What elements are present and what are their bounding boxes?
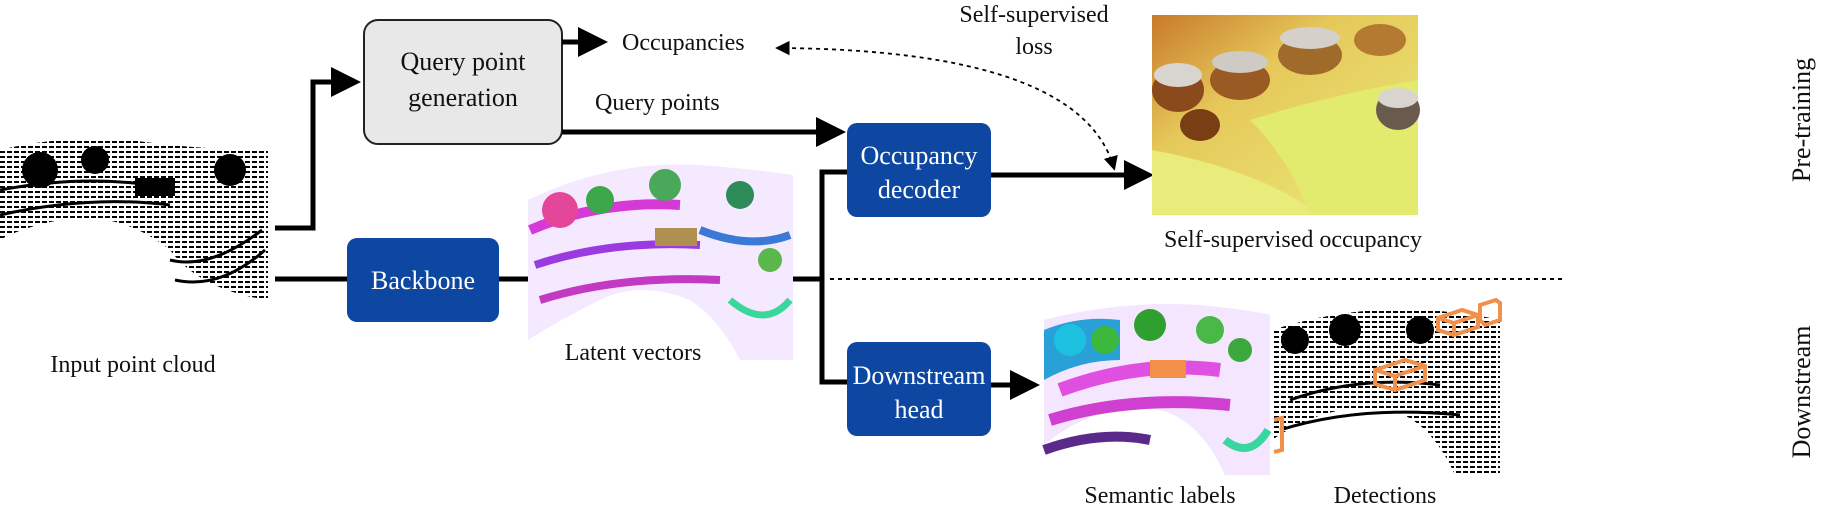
- query-points-label: Query points: [595, 90, 720, 116]
- self-supervised-loss-arrow: [775, 40, 1118, 171]
- backbone-module: Backbone: [347, 238, 499, 322]
- downstream-head-module: Downstream head: [847, 342, 991, 436]
- input-point-cloud-label: Input point cloud: [50, 352, 215, 378]
- semantic-labels-image: [1042, 304, 1272, 475]
- downstream-head-line1: Downstream: [853, 361, 986, 390]
- occupancy-decoder-module: Occupancy decoder: [847, 123, 991, 217]
- latent-vectors-label: Latent vectors: [565, 340, 702, 366]
- detections-label: Detections: [1334, 483, 1437, 509]
- query-point-generation-module: Query point generation: [363, 19, 563, 145]
- line-split-to-decoder: [819, 169, 847, 279]
- occupancies-label: Occupancies: [622, 30, 745, 56]
- occupancy-decoder-line1: Occupancy: [861, 141, 978, 170]
- query-point-generation-line1: Query point: [401, 47, 527, 76]
- self-supervised-occupancy-image: [1152, 15, 1420, 215]
- self-supervised-loss-line1: Self-supervised: [959, 2, 1108, 28]
- self-supervised-occupancy-label: Self-supervised occupancy: [1164, 227, 1422, 253]
- latent-vectors-image: [528, 164, 793, 360]
- arrow-input-to-query-gen: [275, 67, 361, 231]
- detections-image: [1272, 297, 1502, 475]
- semantic-labels-label: Semantic labels: [1084, 483, 1235, 509]
- self-supervised-loss-line2: loss: [1015, 34, 1052, 60]
- pre-training-section-label: Pre-training: [1787, 58, 1816, 182]
- input-point-cloud-image: [0, 138, 268, 300]
- query-point-generation-line2: generation: [408, 83, 518, 112]
- line-split-to-head: [819, 279, 847, 385]
- downstream-section-label: Downstream: [1787, 326, 1816, 459]
- downstream-head-line2: head: [894, 395, 943, 424]
- backbone-label: Backbone: [371, 266, 475, 295]
- occupancy-decoder-line2: decoder: [878, 175, 961, 204]
